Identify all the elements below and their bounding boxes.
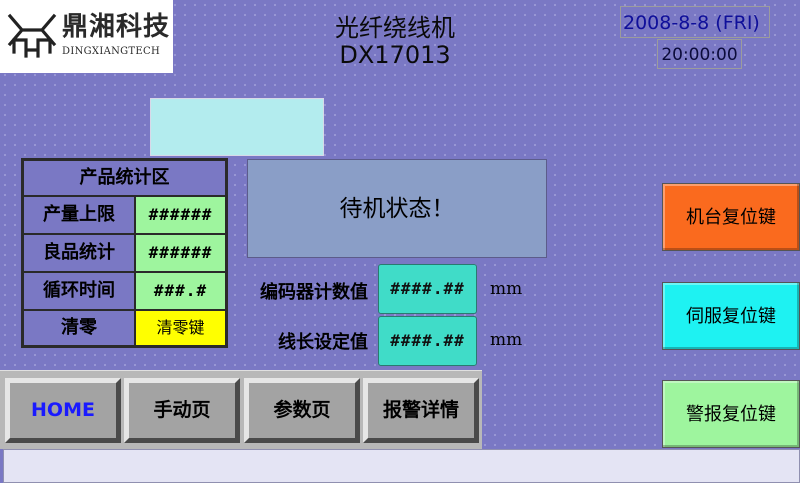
stats-row-label: 良品统计 (23, 234, 135, 272)
status-bar (3, 449, 800, 483)
encoder-count-label: 编码器计数值 (260, 282, 368, 303)
date-display: 2008-8-8 (FRI) (620, 6, 770, 38)
wire-length-input[interactable]: ####.## (378, 316, 477, 366)
nav-alarm-detail-button[interactable]: 报警详情 (363, 378, 479, 443)
stats-row-label: 产量上限 (23, 196, 135, 234)
servo-reset-button[interactable]: 伺服复位键 (662, 282, 800, 350)
clear-button[interactable]: 清零键 (135, 310, 226, 346)
alarm-reset-button[interactable]: 警报复位键 (662, 380, 800, 448)
good-count-value: ###### (135, 234, 226, 272)
encoder-unit: mm (490, 279, 523, 299)
logo-mark-icon (7, 13, 57, 58)
stats-heading: 产品统计区 (23, 160, 226, 196)
production-limit-value[interactable]: ###### (135, 196, 226, 234)
stats-row-label: 循环时间 (23, 272, 135, 310)
bottom-nav: HOME 手动页 参数页 报警详情 (0, 370, 482, 449)
logo-name-en: DINGXIANGTECH (62, 46, 160, 57)
company-logo: 鼎湘科技 DINGXIANGTECH (0, 0, 173, 73)
nav-home-button[interactable]: HOME (5, 378, 121, 443)
clear-label: 清零 (23, 310, 135, 346)
wire-length-label: 线长设定值 (278, 332, 368, 353)
cycle-time-value: ###.# (135, 272, 226, 310)
nav-params-button[interactable]: 参数页 (244, 378, 360, 443)
product-stats-panel: 产品统计区 产量上限 ###### 良品统计 ###### 循环时间 ###.#… (21, 158, 228, 348)
machine-title: 光纤绕线机 (335, 14, 455, 42)
message-display-box (150, 98, 324, 156)
encoder-count-value: ####.## (378, 264, 477, 314)
machine-status: 待机状态！ (247, 159, 547, 258)
wire-length-unit: mm (490, 330, 523, 350)
nav-manual-button[interactable]: 手动页 (124, 378, 240, 443)
time-display: 20:00:00 (657, 39, 742, 69)
machine-reset-button[interactable]: 机台复位键 (662, 183, 800, 251)
machine-model: DX17013 (339, 41, 451, 69)
logo-name-cn: 鼎湘科技 (62, 12, 171, 42)
